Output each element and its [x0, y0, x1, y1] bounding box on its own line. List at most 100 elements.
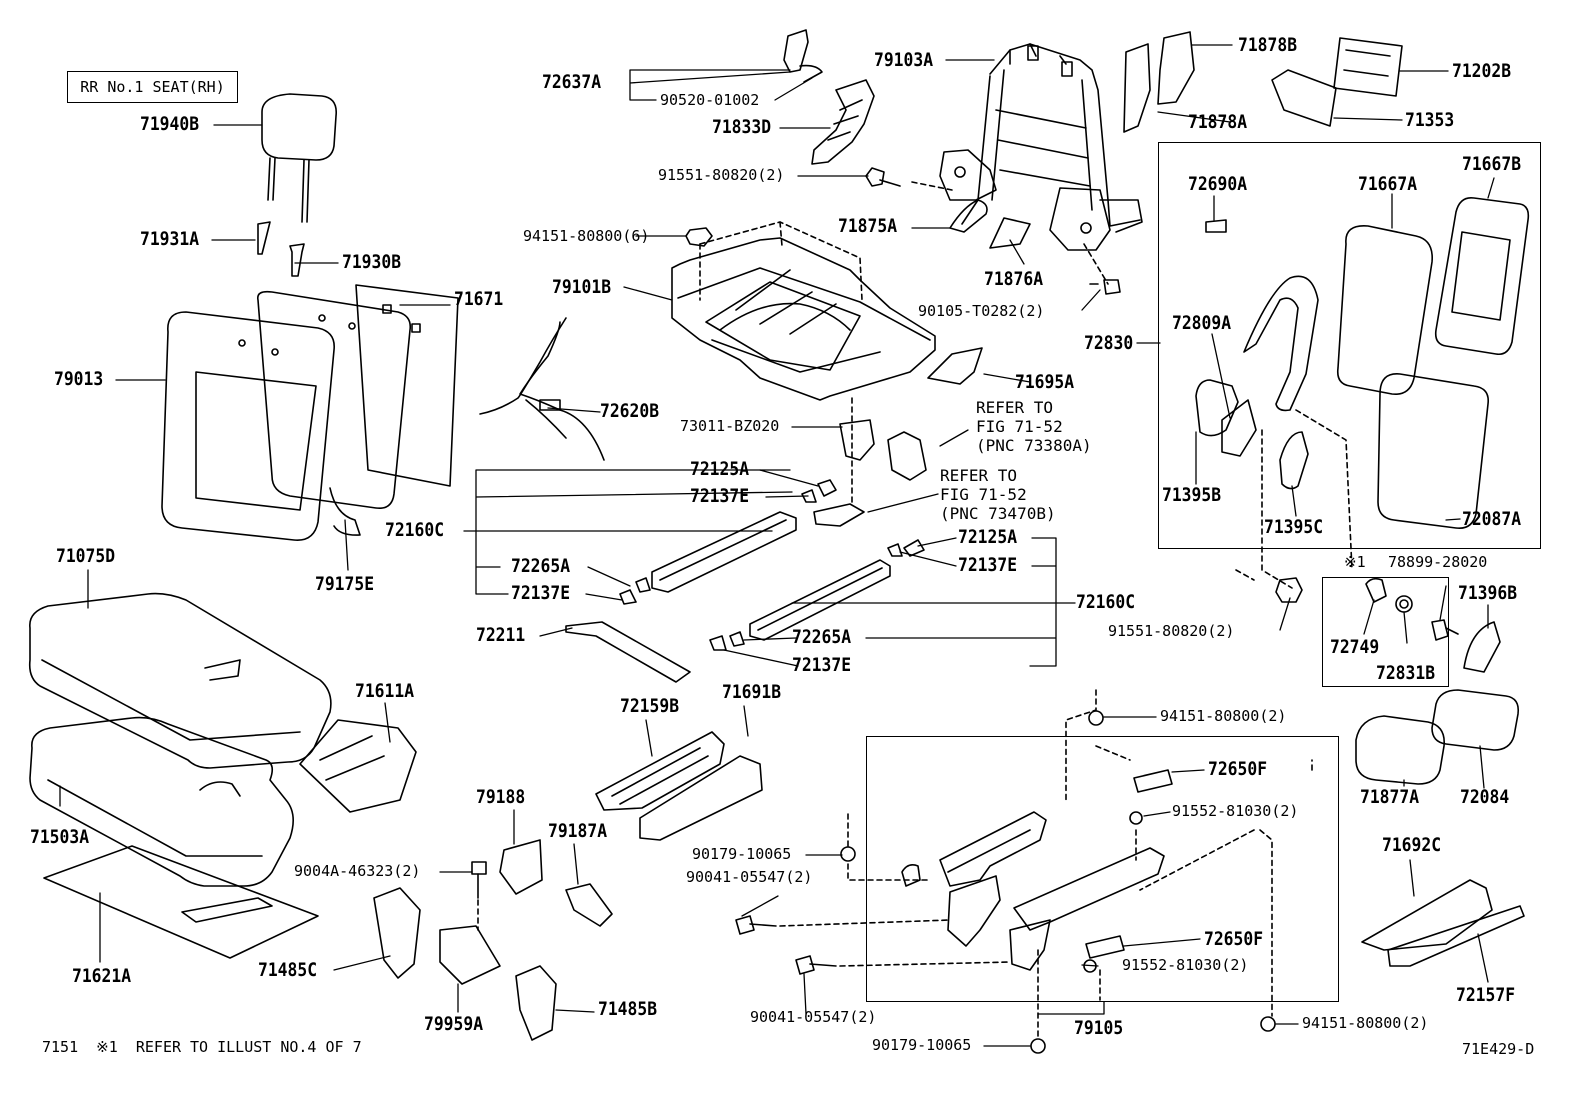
part-label-72265a-right[interactable]: 72265A: [792, 626, 852, 648]
side-cover-drawings: [1123, 31, 1403, 133]
part-label-91551-80820-a[interactable]: 91551-80820(2): [658, 166, 785, 184]
part-label-71876a[interactable]: 71876A: [984, 268, 1044, 290]
part-label-9004a-46323[interactable]: 9004A-46323(2): [294, 862, 421, 880]
frame-part-drawings: [783, 29, 1031, 249]
part-label-72650f-a[interactable]: 72650F: [1208, 758, 1268, 780]
part-label-91551-80820-b[interactable]: 91551-80820(2): [1108, 622, 1235, 640]
part-label-90105-t0282[interactable]: 90105-T0282(2): [918, 302, 1045, 320]
part-label-72809a[interactable]: 72809A: [1172, 312, 1232, 334]
part-label-90179-10065-b[interactable]: 90179-10065: [872, 1036, 972, 1054]
part-label-71485c[interactable]: 71485C: [258, 959, 318, 981]
illustration-code: 71E429-D: [1462, 1040, 1535, 1058]
seatback-frame-drawing: [939, 43, 1143, 251]
part-label-71691b[interactable]: 71691B: [722, 681, 782, 703]
part-label-73011-bz020[interactable]: 73011-BZ020: [680, 417, 780, 435]
part-label-72211[interactable]: 72211: [476, 624, 526, 646]
part-label-72087a[interactable]: 72087A: [1462, 508, 1522, 530]
part-label-79101b[interactable]: 79101B: [552, 276, 612, 298]
part-label-71202b[interactable]: 71202B: [1452, 60, 1512, 82]
seatback-drawing: [161, 284, 459, 541]
part-label-91552-81030-a[interactable]: 91552-81030(2): [1172, 802, 1299, 820]
part-label-90041-05547-b[interactable]: 90041-05547(2): [750, 1008, 877, 1026]
headrest-guide-drawings: [257, 221, 305, 277]
part-label-79105[interactable]: 79105: [1074, 1017, 1124, 1039]
part-label-71395c[interactable]: 71395C: [1264, 516, 1324, 538]
part-label-72749[interactable]: 72749: [1330, 636, 1380, 658]
part-label-71875a[interactable]: 71875A: [838, 215, 898, 237]
part-label-79013[interactable]: 79013: [54, 368, 104, 390]
part-label-94151-80800-b[interactable]: 94151-80800(2): [1160, 707, 1287, 725]
part-label-71396b[interactable]: 71396B: [1458, 582, 1518, 604]
refer-note-line: FIG 71-52: [940, 485, 1027, 504]
refer-note-line[interactable]: (PNC 73470B): [940, 504, 1056, 523]
part-label-79187a[interactable]: 79187A: [548, 820, 608, 842]
wire-harness-drawing: [479, 317, 605, 461]
part-label-90041-05547-a[interactable]: 90041-05547(2): [686, 868, 813, 886]
part-label-72160c-left[interactable]: 72160C: [385, 519, 445, 541]
part-label-71503a[interactable]: 71503A: [30, 826, 90, 848]
part-label-72137e-left-1[interactable]: 72137E: [690, 485, 750, 507]
part-label-71611a[interactable]: 71611A: [355, 680, 415, 702]
refer-note-73380a: REFER TO FIG 71-52 (PNC 73380A): [976, 398, 1092, 455]
part-label-71485b[interactable]: 71485B: [598, 998, 658, 1020]
part-label-71833d[interactable]: 71833D: [712, 116, 772, 138]
part-label-91552-81030-b[interactable]: 91552-81030(2): [1122, 956, 1249, 974]
part-label-71930b[interactable]: 71930B: [342, 251, 402, 273]
refer-note-73470b: REFER TO FIG 71-52 (PNC 73470B): [940, 466, 1056, 523]
part-label-72831b[interactable]: 72831B: [1376, 662, 1436, 684]
part-label-71395b[interactable]: 71395B: [1162, 484, 1222, 506]
part-label-72160c-right[interactable]: 72160C: [1076, 591, 1136, 613]
diagram-title: RR No.1 SEAT(RH): [67, 71, 238, 103]
part-label-71667b[interactable]: 71667B: [1462, 153, 1522, 175]
headrest-stay-group-drawings: [1195, 196, 1530, 530]
part-label-72125a-right[interactable]: 72125A: [958, 526, 1018, 548]
part-label-78899-28020[interactable]: 78899-28020: [1388, 553, 1488, 571]
note-1-mark: ※1: [1344, 553, 1366, 571]
part-label-71878b[interactable]: 71878B: [1238, 34, 1298, 56]
part-label-72620b[interactable]: 72620B: [600, 400, 660, 422]
part-label-71353[interactable]: 71353: [1405, 109, 1455, 131]
part-label-71877a[interactable]: 71877A: [1360, 786, 1420, 808]
part-label-79188[interactable]: 79188: [476, 786, 526, 808]
leader-lines: [59, 44, 1495, 1047]
lower-trim-dashes: [477, 397, 853, 931]
part-label-72637a[interactable]: 72637A: [542, 71, 602, 93]
refer-note-line[interactable]: (PNC 73380A): [976, 436, 1092, 455]
part-label-71695a[interactable]: 71695A: [1015, 371, 1075, 393]
part-label-90520-01002[interactable]: 90520-01002: [660, 91, 760, 109]
part-label-71621a[interactable]: 71621A: [72, 965, 132, 987]
part-label-71671[interactable]: 71671: [454, 288, 504, 310]
part-label-72159b[interactable]: 72159B: [620, 695, 680, 717]
part-label-71931a[interactable]: 71931A: [140, 228, 200, 250]
part-label-72137e-right-2[interactable]: 72137E: [792, 654, 852, 676]
fastener-drawings: [685, 167, 1121, 295]
bracket-drawing-71695a: [927, 347, 983, 385]
part-label-79959a[interactable]: 79959A: [424, 1013, 484, 1035]
part-label-79103a[interactable]: 79103A: [874, 49, 934, 71]
footer-note: 7151 ※1 REFER TO ILLUST NO.4 OF 7: [42, 1038, 362, 1056]
part-label-71878a[interactable]: 71878A: [1188, 111, 1248, 133]
part-label-94151-80800-6[interactable]: 94151-80800(6): [523, 227, 650, 245]
part-label-72830[interactable]: 72830: [1084, 332, 1134, 354]
part-label-71075d[interactable]: 71075D: [56, 545, 116, 567]
part-label-90179-10065-a[interactable]: 90179-10065: [692, 845, 792, 863]
part-label-94151-80800-c[interactable]: 94151-80800(2): [1302, 1014, 1429, 1032]
seat-cushion-drawing: [28, 592, 417, 959]
riser-group-box: [866, 736, 1339, 1002]
part-label-72650f-b[interactable]: 72650F: [1204, 928, 1264, 950]
part-label-71692c[interactable]: 71692C: [1382, 834, 1442, 856]
part-label-79175e[interactable]: 79175E: [315, 573, 375, 595]
part-label-72137e-right-1[interactable]: 72137E: [958, 554, 1018, 576]
part-label-71667a[interactable]: 71667A: [1358, 173, 1418, 195]
cushion-frame-drawing: [671, 237, 936, 401]
part-label-72265a-left[interactable]: 72265A: [511, 555, 571, 577]
part-label-72125a-left[interactable]: 72125A: [690, 458, 750, 480]
part-label-72690a[interactable]: 72690A: [1188, 173, 1248, 195]
refer-note-line: REFER TO: [940, 466, 1018, 485]
part-label-72157f[interactable]: 72157F: [1456, 984, 1516, 1006]
part-label-71940b[interactable]: 71940B: [140, 113, 200, 135]
part-label-72084[interactable]: 72084: [1460, 786, 1510, 808]
part-label-72137e-left-2[interactable]: 72137E: [511, 582, 571, 604]
